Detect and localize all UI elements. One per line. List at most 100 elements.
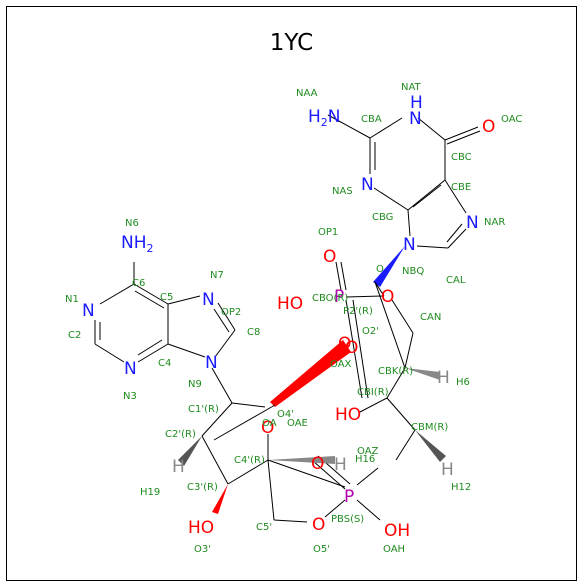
atom-symbol-nat: H: [410, 93, 423, 113]
bond: [356, 467, 379, 486]
atom-label-nbq: NBQ: [402, 266, 424, 277]
atom-label-oaz: OAZ: [357, 446, 379, 457]
bond: [417, 117, 446, 141]
atom-label-c1r: C1'(R): [188, 404, 219, 415]
wedge-bond-h19: [178, 436, 202, 466]
bond: [137, 339, 163, 356]
atom-symbol-nat-n: N: [409, 109, 422, 129]
bond: [211, 367, 233, 404]
atom-label-oah: OAH: [383, 544, 405, 555]
bond: [345, 295, 385, 298]
atom-symbol-n9: N: [205, 353, 218, 373]
atom-symbol-nbq: N: [403, 235, 416, 255]
atom-symbol-n6: NH2: [121, 233, 154, 255]
atom-label-c5p: C5': [256, 522, 272, 533]
bond: [94, 343, 125, 363]
atom-label-o5p: O5': [313, 544, 330, 555]
bond: [374, 281, 406, 369]
bond: [416, 245, 449, 249]
atom-label-nat: NAT: [401, 82, 422, 93]
bond: [446, 223, 463, 243]
atom-label-oac: OAC: [501, 114, 522, 125]
atom-label-cbk: CBK(R): [378, 366, 413, 377]
bond: [369, 117, 403, 139]
atom-symbol-h19: H: [172, 457, 185, 477]
atom-label-nar: NAR: [484, 217, 505, 228]
bond: [444, 126, 479, 141]
atom-label-c2: C2: [68, 330, 81, 341]
atom-label-n6: N6: [125, 218, 139, 229]
bond: [137, 343, 169, 363]
atom-symbol-nas: N: [361, 175, 374, 195]
atom-label-c6: C6: [132, 278, 145, 289]
atom-label-cal: CAL: [446, 275, 466, 286]
atom-label-naa: NAA: [296, 88, 318, 99]
atom-label-n7: N7: [210, 270, 224, 281]
bond: [345, 299, 363, 399]
wedge-bond-h16: [268, 456, 335, 464]
atom-label-oae-prefix: OA: [262, 418, 277, 429]
bond: [273, 519, 308, 523]
atom-symbol-nar: N: [466, 213, 479, 233]
atom-symbol-o5p: O: [312, 515, 325, 535]
bond: [340, 261, 347, 291]
atom-label-nas: NAS: [332, 186, 353, 197]
atom-label-c5: C5: [160, 292, 173, 303]
bond: [217, 302, 236, 331]
atom-label-c4r: C4'(R): [234, 455, 265, 466]
atom-symbol-ops: O: [338, 334, 351, 354]
atom-label-c4: C4: [158, 358, 171, 369]
bond: [356, 499, 381, 521]
atom-symbol-n1: N: [82, 301, 95, 321]
atom-symbol-h16: H: [334, 455, 347, 475]
atom-symbol-oah: OH: [384, 521, 410, 541]
bond: [335, 261, 342, 291]
atom-symbol-h12: H: [441, 460, 454, 480]
atom-label-cbc: CBC: [451, 152, 472, 163]
bond: [167, 295, 201, 305]
bond: [231, 402, 266, 408]
bond: [227, 459, 269, 485]
atom-label-cbg: CBG: [372, 212, 393, 223]
atom-symbol-op1: O: [323, 247, 336, 267]
bond: [134, 290, 165, 309]
atom-label-p2r: P2'(R): [343, 306, 373, 317]
bond: [167, 343, 206, 358]
bond: [395, 429, 416, 461]
bond: [407, 209, 411, 237]
atom-symbol-obi: HO: [335, 405, 361, 425]
atom-symbol-p2r: P: [334, 287, 344, 307]
bond: [359, 397, 388, 413]
atom-label-op2: OP2: [221, 307, 241, 318]
bond: [327, 114, 371, 139]
bond: [352, 299, 369, 399]
atom-label-c2r: C2'(R): [165, 429, 196, 440]
atom-symbol-n3: N: [124, 359, 137, 379]
bond: [444, 179, 467, 214]
atom-symbol-ops2: O: [311, 454, 324, 474]
atom-label-oax: OAX: [330, 359, 352, 370]
atom-symbol-op2: HO: [277, 294, 303, 314]
bond: [446, 130, 481, 145]
atom-label-o3p: O3': [194, 544, 211, 555]
frame-border: [6, 6, 577, 581]
atom-label-cba: CBA: [361, 114, 382, 125]
atom-symbol-n7: N: [202, 290, 215, 310]
atom-label-n1: N1: [65, 294, 79, 305]
bond: [447, 228, 467, 249]
bond: [386, 367, 406, 399]
atom-label-can: CAN: [420, 312, 441, 323]
atom-symbol-o3p: HO: [188, 518, 214, 538]
bond: [133, 283, 169, 305]
atom-symbol-o4p: O: [261, 418, 274, 438]
atom-label-h16: H16: [355, 454, 375, 465]
atom-symbol-oax: O: [345, 338, 358, 358]
atom-label-n3: N3: [123, 391, 137, 402]
atom-label-op1: OP1: [318, 227, 338, 238]
atom-symbol-oac: O: [482, 117, 495, 137]
wedge-bond: [373, 246, 405, 287]
atom-label-o4p: O4': [277, 409, 294, 420]
diagram-title: 1YC: [269, 30, 314, 56]
bond: [386, 397, 416, 431]
